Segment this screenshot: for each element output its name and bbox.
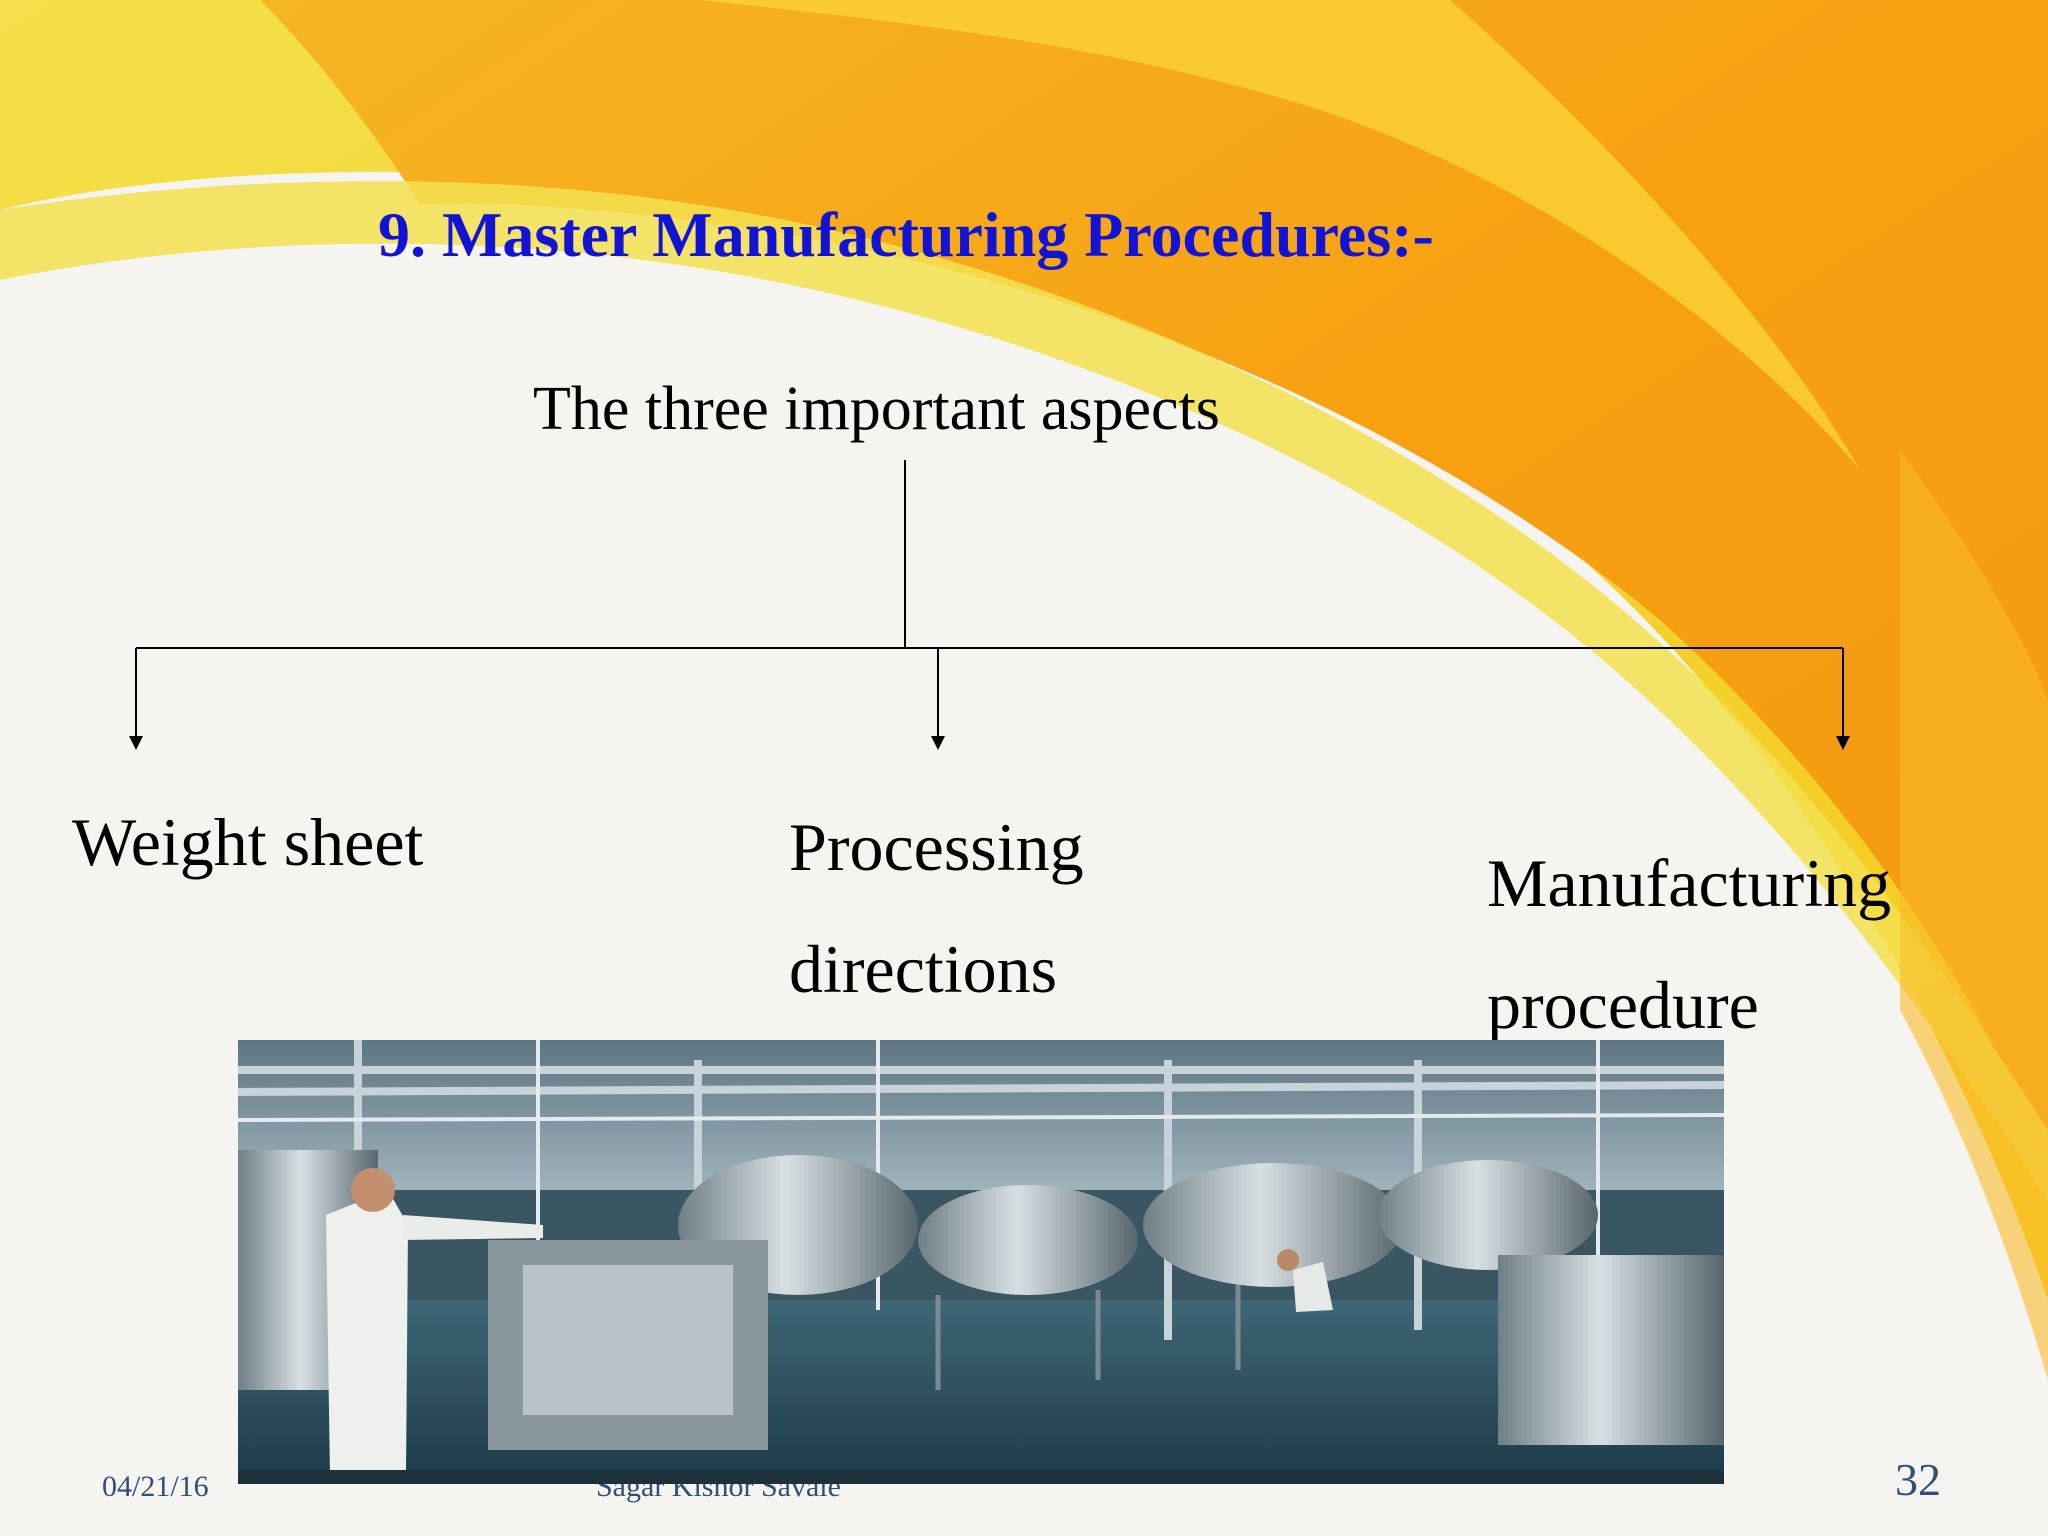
aspect-label-line1: Manufacturing bbox=[1487, 845, 1892, 921]
factory-photo bbox=[238, 1040, 1724, 1484]
aspect-label-line1: Processing bbox=[789, 809, 1084, 885]
aspect-label-line2: directions bbox=[789, 931, 1058, 1007]
aspect-manufacturing-procedure: Manufacturing procedure bbox=[1487, 822, 1891, 1066]
arrow-down-icon bbox=[129, 736, 143, 750]
slide-title: 9. Master Manufacturing Procedures:- bbox=[378, 199, 1434, 270]
page-number: 32 bbox=[1895, 1454, 1941, 1505]
aspect-weight-sheet: Weight sheet bbox=[72, 781, 423, 903]
arrow-down-icon bbox=[1836, 736, 1850, 750]
arrow-down-icon bbox=[931, 736, 945, 750]
aspect-processing-directions: Processing directions bbox=[789, 786, 1084, 1030]
root-node-label: The three important aspects bbox=[533, 375, 1220, 443]
aspect-label-line2: procedure bbox=[1487, 967, 1759, 1043]
aspect-label-line1: Weight sheet bbox=[72, 804, 424, 880]
footer-date: 04/21/16 bbox=[102, 1470, 209, 1503]
